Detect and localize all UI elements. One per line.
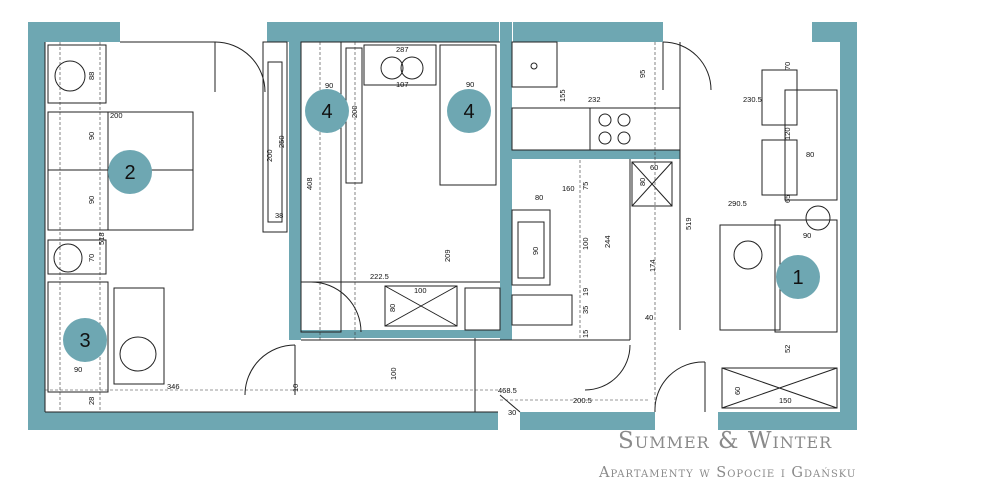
wall-inner-v2 <box>500 22 512 340</box>
dim-120: 120 <box>783 127 792 140</box>
walls <box>28 22 857 430</box>
dimension-guides <box>45 42 656 412</box>
dim-408: 408 <box>305 177 314 190</box>
dim-100-a: 100 <box>581 237 590 250</box>
dim-100-b: 100 <box>414 286 427 295</box>
room-badge-4-b-label: 4 <box>463 101 474 123</box>
room-badge-4-a-label: 4 <box>321 101 332 123</box>
dim-80-b: 80 <box>535 193 543 202</box>
room-badge-1: 1 <box>776 255 820 299</box>
dim-107: 107 <box>396 80 409 89</box>
wall-bottom-left <box>28 412 498 430</box>
dim-518: 518 <box>97 232 106 245</box>
room-badge-4-b: 4 <box>447 89 491 133</box>
wall-inner-v1 <box>289 22 301 340</box>
room-badge-3-label: 3 <box>79 330 90 352</box>
dim-150: 150 <box>779 396 792 405</box>
dim-80-c: 80 <box>638 178 647 186</box>
bed <box>47 111 194 231</box>
brand-title: Summer & Winter <box>618 428 833 454</box>
dim-28: 28 <box>87 397 96 405</box>
wall-inner-h1 <box>500 150 680 159</box>
dim-230-5: 230.5 <box>743 95 762 104</box>
dim-290-5: 290.5 <box>728 199 747 208</box>
dim-80-d: 80 <box>388 304 397 312</box>
dim-95: 95 <box>638 70 647 78</box>
dim-90-c: 90 <box>87 132 96 140</box>
dim-75: 75 <box>581 182 590 190</box>
wall-top-mid <box>267 22 499 42</box>
dim-287: 287 <box>396 45 409 54</box>
dim-35: 35 <box>581 306 590 314</box>
wall-left <box>28 22 45 430</box>
wall-top-left <box>28 22 120 42</box>
dim-100-c: 100 <box>389 367 398 380</box>
dim-65: 65 <box>783 195 792 203</box>
dim-90-b: 90 <box>466 80 474 89</box>
dim-244: 244 <box>603 235 612 248</box>
room-badge-2-label: 2 <box>124 162 135 184</box>
dim-200-a: 200 <box>110 111 123 120</box>
dim-519: 519 <box>684 217 693 230</box>
plan-lines <box>44 41 838 413</box>
dim-346: 346 <box>167 382 180 391</box>
dim-80-a: 80 <box>806 150 814 159</box>
wall-inner-v3 <box>289 330 504 338</box>
wall-right <box>840 22 857 430</box>
dim-40: 40 <box>645 313 653 322</box>
dim-30: 30 <box>508 408 516 417</box>
dim-90-d: 90 <box>87 196 96 204</box>
wall-bottom-right <box>718 412 857 430</box>
wall-bottom-mid <box>520 412 655 430</box>
dim-200-c: 200 <box>265 149 274 162</box>
dim-468-5: 468.5 <box>498 386 517 395</box>
dim-155: 155 <box>558 89 567 102</box>
dim-209: 209 <box>443 249 452 262</box>
dim-10: 10 <box>291 384 300 392</box>
dim-88: 88 <box>87 72 96 80</box>
dim-90-a: 90 <box>325 81 333 90</box>
dim-200-b: 200 <box>350 105 359 118</box>
dim-60-a: 60 <box>650 163 658 172</box>
dim-90-e: 90 <box>803 231 811 240</box>
dim-200-5: 200.5 <box>573 396 592 405</box>
dim-70-b: 70 <box>87 254 96 262</box>
dim-90-f: 90 <box>531 247 540 255</box>
wall-inner-left-window <box>28 120 36 215</box>
dim-160: 160 <box>562 184 575 193</box>
dimension-labels: 287 107 90 90 95 70 155 232 230.5 88 200… <box>74 45 814 417</box>
dim-38: 38 <box>275 211 283 220</box>
room-badge-3: 3 <box>63 318 107 362</box>
dim-52: 52 <box>783 345 792 353</box>
brand-subtitle: Apartamenty w Sopocie i Gdańsku <box>599 465 857 481</box>
dim-70-a: 70 <box>783 62 792 70</box>
dim-19: 19 <box>581 288 590 296</box>
room-badge-2: 2 <box>108 150 152 194</box>
doors <box>214 41 712 413</box>
dim-250: 250 <box>277 135 286 148</box>
dim-222-5: 222.5 <box>370 272 389 281</box>
wall-top-mid2 <box>513 22 663 42</box>
room-badge-1-label: 1 <box>792 267 803 289</box>
dim-60-b: 60 <box>733 387 742 395</box>
dim-90-g: 90 <box>74 365 82 374</box>
dim-174: 174 <box>648 259 657 272</box>
dim-232: 232 <box>588 95 601 104</box>
dim-15: 15 <box>581 330 590 338</box>
room-badge-4-a: 4 <box>305 89 349 133</box>
room-badges: 1 2 3 4 4 <box>63 89 820 362</box>
